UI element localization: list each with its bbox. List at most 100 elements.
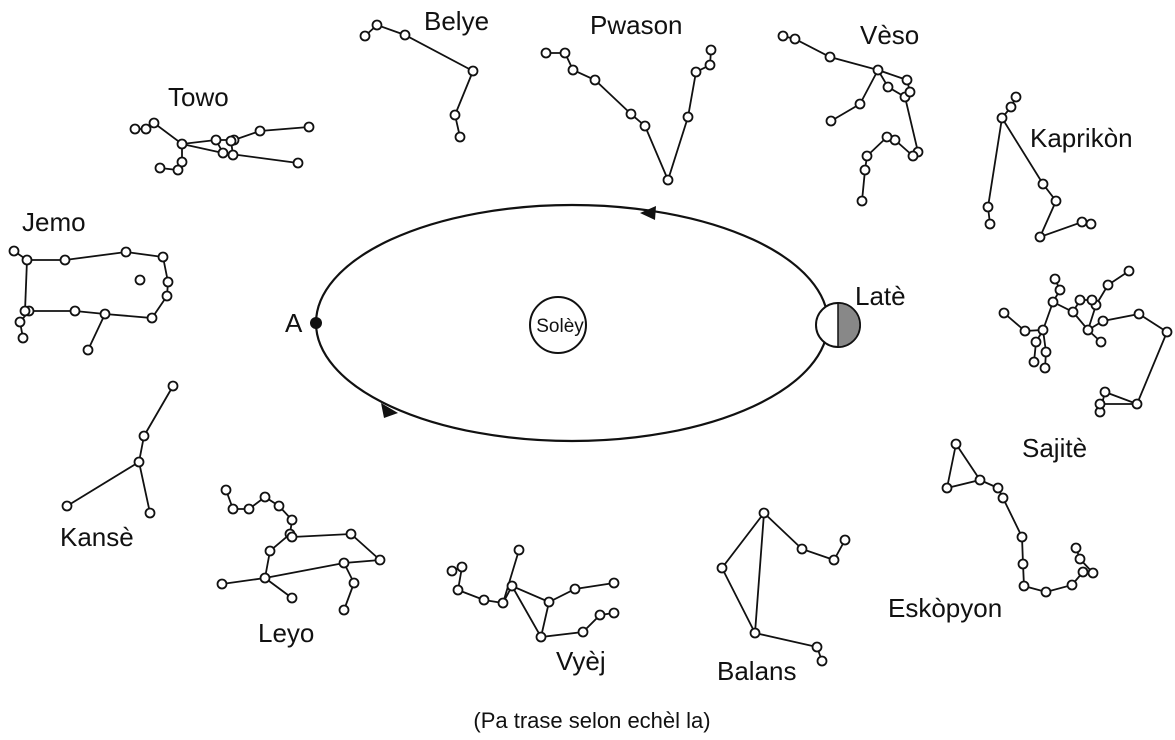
vyej-star [446, 565, 458, 577]
pwason-star [540, 47, 552, 59]
eskopyon-star [1016, 531, 1028, 543]
kanse-star [167, 380, 179, 392]
balans-line-1 [754, 512, 823, 662]
label-towo: Towo [168, 82, 229, 112]
eskopyon-star [950, 438, 962, 450]
towo-star [303, 121, 315, 133]
label-pwason: Pwason [590, 10, 683, 40]
kanse-line-1 [66, 461, 140, 507]
sajite-star [1028, 356, 1040, 368]
sajite-star [1133, 308, 1145, 320]
eskopyon-star [1074, 553, 1086, 565]
veso-star [824, 51, 836, 63]
towo-line-1 [181, 143, 299, 164]
label-leyo: Leyo [258, 618, 314, 648]
veso-star [872, 64, 884, 76]
sajite-star [1099, 386, 1111, 398]
leyo-star [348, 577, 360, 589]
balans-star [839, 534, 851, 546]
veso-star [825, 115, 837, 127]
orbit-arrow-top [640, 206, 656, 220]
leyo-star [345, 528, 357, 540]
label-jemo: Jemo [22, 207, 86, 237]
veso-star [881, 131, 893, 143]
sajite-star [1102, 279, 1114, 291]
jemo-star [14, 316, 26, 328]
sajite-star [1037, 324, 1049, 336]
towo-star [227, 149, 239, 161]
kanse-line-0 [138, 385, 174, 514]
towo-star [217, 147, 229, 159]
jemo-star [17, 332, 29, 344]
label-veso: Vèso [860, 20, 919, 50]
towo-star [254, 125, 266, 137]
constellation-belye [359, 19, 479, 143]
leyo-line-0 [221, 489, 293, 585]
belye-line-0 [364, 23, 475, 138]
balans-star [796, 543, 808, 555]
jemo-line-1 [24, 259, 28, 312]
vyej-star [535, 631, 547, 643]
leyo-star [243, 503, 255, 515]
jemo-star [19, 305, 31, 317]
jemo-star [59, 254, 71, 266]
kanse-star [138, 430, 150, 442]
pwason-star [559, 47, 571, 59]
sajite-line-1 [1042, 300, 1169, 413]
leyo-star [264, 545, 276, 557]
constellation-art [8, 19, 1173, 667]
towo-line-0 [135, 121, 310, 145]
leyo-star [227, 503, 239, 515]
sajite-star [1067, 306, 1079, 318]
balans-star [758, 507, 770, 519]
jemo-star [8, 245, 20, 257]
sajite-star [1161, 326, 1173, 338]
point-a-dot [310, 317, 322, 329]
leyo-star [338, 557, 350, 569]
towo-star [292, 157, 304, 169]
belye-star [371, 19, 383, 31]
vyej-star [608, 607, 620, 619]
sajite-star [1049, 273, 1061, 285]
balans-star [816, 655, 828, 667]
kanse-star [61, 500, 73, 512]
constellation-leyo [216, 484, 386, 616]
jemo-line-0 [13, 250, 169, 339]
constellation-eskopyon [941, 438, 1099, 598]
vyej-star [577, 626, 589, 638]
kaprikon-star [1085, 218, 1097, 230]
sajite-star [1030, 336, 1042, 348]
constellation-kanse [61, 380, 179, 519]
kaprikon-star [996, 112, 1008, 124]
earth-label: Latè [855, 281, 906, 311]
veso-star [861, 150, 873, 162]
label-kaprikon: Kaprikòn [1030, 123, 1133, 153]
kaprikon-star [1034, 231, 1046, 243]
sajite-star [1082, 324, 1094, 336]
veso-star [882, 81, 894, 93]
sajite-star [1086, 294, 1098, 306]
balans-line-2 [763, 512, 846, 562]
vyej-star [513, 544, 525, 556]
eskopyon-star [1070, 542, 1082, 554]
belye-star [449, 109, 461, 121]
veso-star [856, 195, 868, 207]
vyej-star [497, 597, 509, 609]
veso-star [904, 86, 916, 98]
eskopyon-star [992, 482, 1004, 494]
veso-star [859, 164, 871, 176]
leyo-star [216, 578, 228, 590]
sajite-star [1039, 362, 1051, 374]
eskopyon-star [997, 492, 1009, 504]
sun-label: Solèy [536, 316, 584, 337]
leyo-star [286, 592, 298, 604]
pwason-star [567, 64, 579, 76]
leyo-star [273, 500, 285, 512]
leyo-line-2 [264, 577, 293, 599]
towo-star [225, 135, 237, 147]
jemo-star [157, 251, 169, 263]
constellation-vyej [446, 544, 620, 643]
balans-star [716, 562, 728, 574]
sajite-star [1094, 398, 1106, 410]
